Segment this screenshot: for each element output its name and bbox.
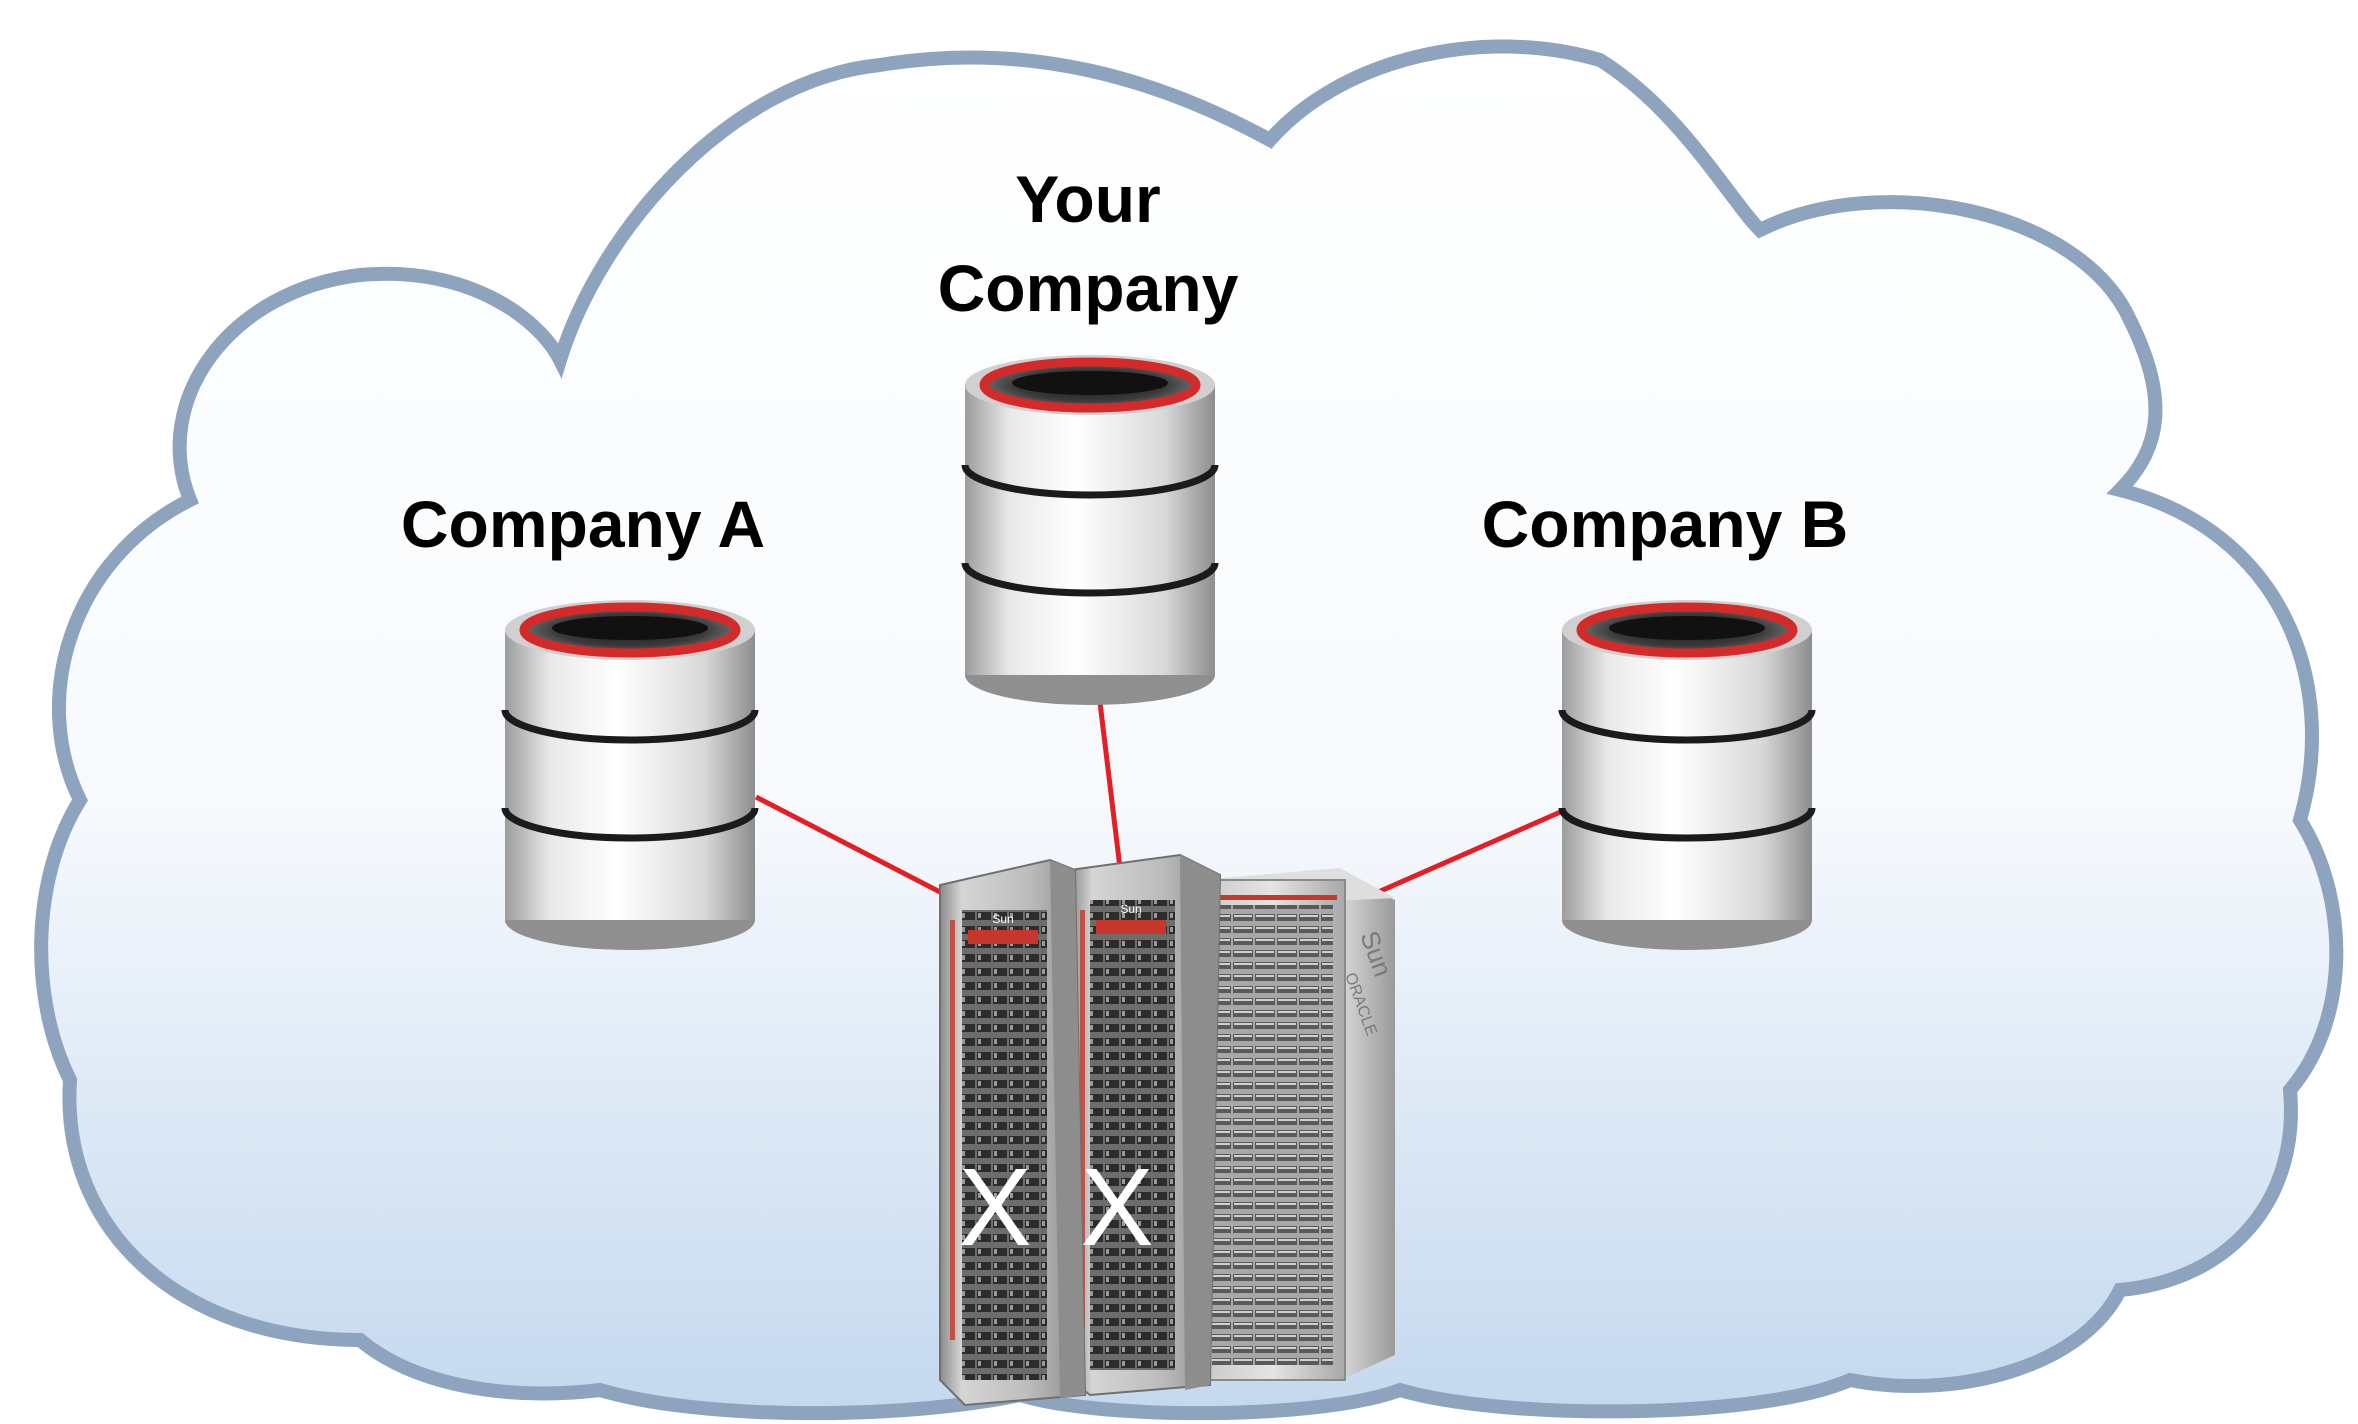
label-your-company-line1: Your <box>1015 162 1160 236</box>
edge-your-company <box>1095 685 1123 869</box>
server-rack-2: Sun X <box>1069 853 1222 1397</box>
database-your-company <box>961 355 1219 705</box>
database-company-a <box>501 600 759 950</box>
server-rack-1: Sun X <box>939 858 1087 1407</box>
label-company-b: Company B <box>1482 487 1849 561</box>
rack2-badge: Sun <box>1120 902 1141 916</box>
rack1-x-mark: X <box>958 1146 1031 1269</box>
label-your-company-line2: Company <box>938 251 1239 325</box>
cloud-shape <box>34 39 2344 1421</box>
rack2-x-mark: X <box>1080 1146 1153 1269</box>
shared-server-racks: Sun ORACLE Sun X Sun X <box>939 853 1398 1407</box>
server-rack-3: Sun ORACLE <box>1199 868 1398 1381</box>
edge-company-b <box>1358 807 1567 903</box>
database-company-b <box>1558 600 1816 950</box>
label-company-a: Company A <box>401 487 765 561</box>
edge-company-a <box>754 794 942 895</box>
rack1-badge: Sun <box>992 912 1013 926</box>
